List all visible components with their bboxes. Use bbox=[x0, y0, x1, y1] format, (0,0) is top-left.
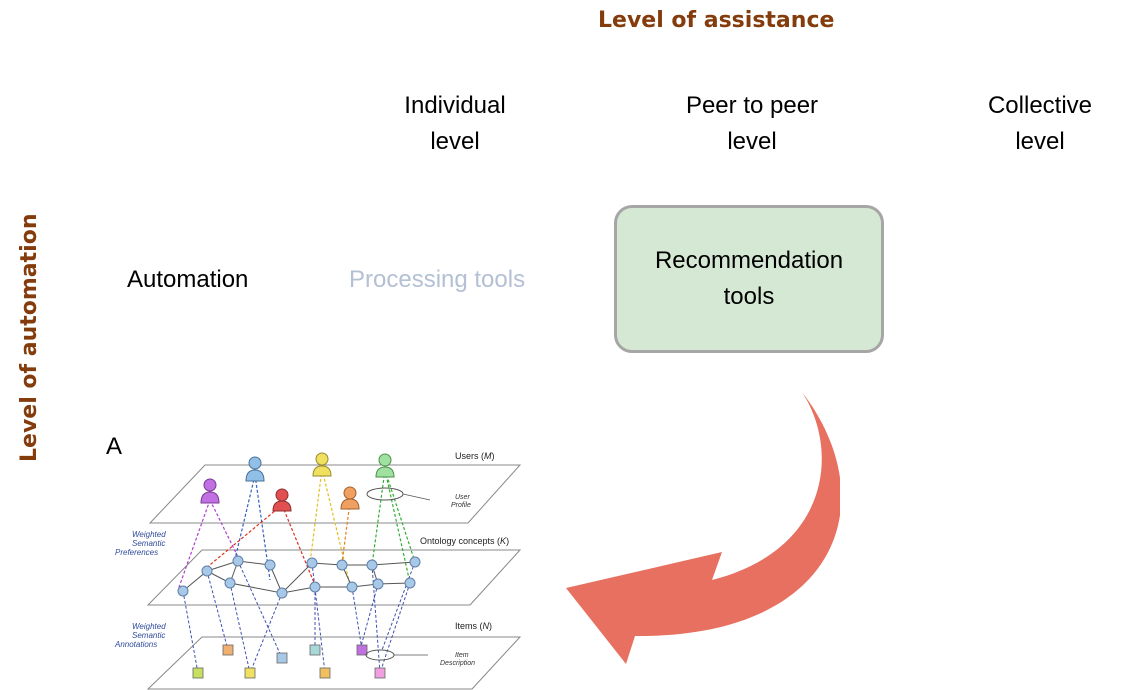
column-collective-level: Collective level bbox=[940, 88, 1127, 160]
concept-node bbox=[276, 587, 288, 599]
concepts-plane bbox=[146, 549, 522, 606]
user-icon-blue bbox=[245, 456, 265, 482]
fragment-letter: A bbox=[106, 433, 123, 460]
wsa-label-line3: Annotations bbox=[114, 640, 157, 649]
wsp-label-line2: Semantic bbox=[132, 539, 165, 548]
user-icon-green bbox=[375, 453, 395, 478]
wsa-label-line1: Weighted bbox=[132, 622, 166, 631]
user-icon-orange bbox=[340, 486, 360, 510]
item-cube bbox=[356, 644, 368, 656]
item-cube bbox=[244, 667, 256, 679]
concept-node bbox=[264, 559, 276, 571]
users-plane bbox=[148, 464, 522, 524]
column-collective-line1: Collective bbox=[987, 92, 1093, 119]
items-plane-label: Items (N) bbox=[455, 621, 492, 631]
column-peer-line2: level bbox=[727, 128, 777, 155]
concept-node bbox=[366, 559, 378, 571]
level-of-automation-title: Level of automation bbox=[17, 213, 42, 463]
item-description-ellipse bbox=[365, 649, 395, 661]
items-plane bbox=[146, 636, 522, 690]
ontology-network-figure: Users (M) Ontology concepts (K) Items (N… bbox=[114, 451, 522, 690]
user-icon-yellow bbox=[312, 452, 332, 477]
concept-node bbox=[232, 555, 244, 567]
curved-arrow-body bbox=[566, 392, 840, 664]
concept-node bbox=[309, 581, 321, 593]
column-peer-to-peer-level: Peer to peer level bbox=[652, 88, 852, 160]
level-of-assistance-title: Level of assistance bbox=[598, 8, 835, 33]
user-profile-label-line1: User bbox=[455, 494, 470, 501]
column-individual-level: Individual level bbox=[355, 88, 555, 160]
item-description-label-line1: Item bbox=[455, 652, 469, 659]
user-icon-purple bbox=[200, 478, 220, 504]
recommendation-line2: tools bbox=[723, 283, 775, 310]
concept-node bbox=[336, 559, 348, 571]
item-cube bbox=[222, 644, 234, 656]
column-peer-line1: Peer to peer bbox=[685, 92, 819, 119]
users-plane-label: Users (M) bbox=[455, 451, 495, 461]
item-cube bbox=[319, 667, 331, 679]
concept-node bbox=[224, 577, 236, 589]
concept-node bbox=[346, 581, 358, 593]
user-profile-label-line2: Profile bbox=[451, 502, 471, 509]
processing-tools-label: Processing tools bbox=[349, 266, 526, 293]
concept-node bbox=[201, 565, 213, 577]
user-profile-ellipse bbox=[366, 487, 404, 501]
wsp-label-line1: Weighted bbox=[132, 530, 166, 539]
recommendation-line1: Recommendation bbox=[654, 247, 844, 274]
item-cube bbox=[374, 667, 386, 679]
item-description-label-line2: Description bbox=[440, 660, 475, 667]
column-collective-line2: level bbox=[1015, 128, 1065, 155]
concepts-plane-label: Ontology concepts (K) bbox=[420, 536, 509, 546]
wsp-label-line3: Preferences bbox=[115, 548, 158, 557]
item-cube bbox=[192, 667, 204, 679]
concept-node bbox=[409, 556, 421, 568]
concept-node bbox=[306, 557, 318, 569]
concept-node bbox=[404, 577, 416, 589]
concept-node bbox=[177, 585, 189, 597]
user-icon-red bbox=[272, 488, 292, 512]
automation-row-label: Automation bbox=[127, 266, 249, 293]
wsa-label-line2: Semantic bbox=[132, 631, 165, 640]
curved-arrow bbox=[566, 392, 840, 664]
column-individual-line2: level bbox=[430, 128, 480, 155]
item-cube bbox=[309, 644, 321, 656]
recommendation-tools-box: Recommendation tools bbox=[614, 205, 884, 353]
concept-node bbox=[372, 578, 384, 590]
item-cube bbox=[276, 652, 288, 664]
column-individual-line1: Individual bbox=[404, 92, 506, 119]
